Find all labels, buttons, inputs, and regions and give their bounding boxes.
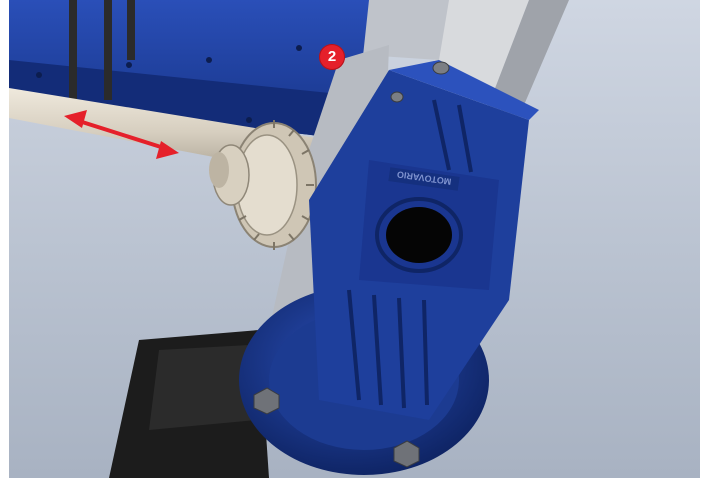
beam-bolts [36,45,302,128]
double-headed-arrow-icon [64,110,179,159]
threaded-rods [69,0,135,100]
gearmotor-render: MOTOVARIO [9,0,569,478]
gearbox-top-edge [389,60,539,120]
black-housing-face [149,345,257,430]
gearbox-bore [386,207,452,263]
blue-beam-lower [9,60,354,140]
engraving-plate [388,167,460,191]
top-bolts [390,61,450,103]
sprocket-assembly [209,120,317,250]
gearbox-ribs [347,99,473,409]
plate-top [359,0,449,60]
callout-badge: 2 [319,44,345,70]
flange-bolts [253,387,420,468]
cad-viewport: MOTOVARIO 2 [9,0,700,478]
